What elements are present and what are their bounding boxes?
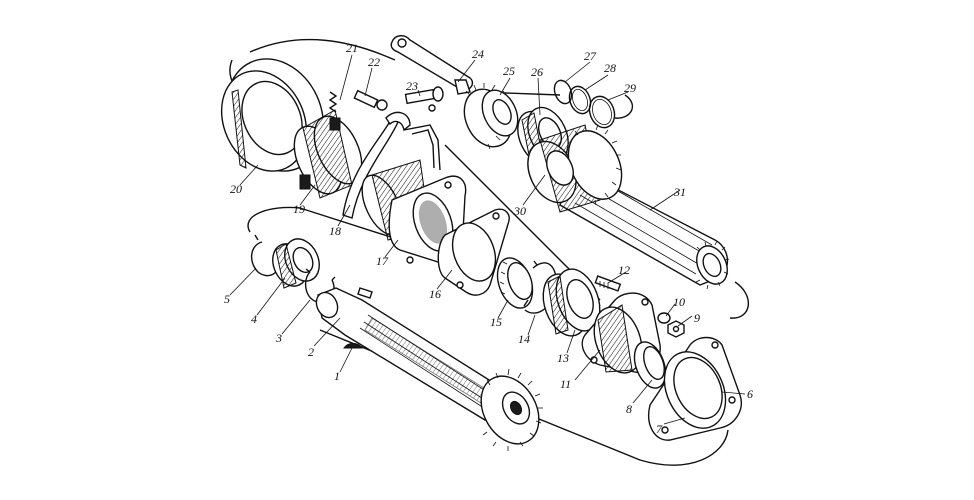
label-8: 8 [626,402,632,416]
label-2: 2 [308,345,314,359]
label-31: 31 [673,185,686,199]
part-10-washer [657,312,671,324]
part-28-ring [568,85,592,115]
part-15-seal [496,257,534,309]
label-21: 21 [346,41,358,55]
label-19: 19 [293,202,305,216]
label-7: 7 [656,422,663,436]
label-20: 20 [230,182,242,196]
part-12-stud [594,275,622,292]
label-3: 3 [275,331,282,345]
label-29: 29 [624,81,636,95]
part-23-pin [404,86,444,112]
label-26: 26 [531,65,543,79]
lower-assembly-guide-line [247,206,729,466]
label-9: 9 [694,311,700,325]
label-16: 16 [429,287,441,301]
label-5: 5 [224,292,230,306]
label-22: 22 [368,55,380,69]
label-15: 15 [490,315,502,329]
label-13: 13 [557,351,569,365]
part-19-shift-collar [293,109,363,199]
part-1-key [343,287,373,349]
label-30: 30 [513,204,526,218]
part-27-ring [553,79,573,105]
part-number-labels: 1 2 3 4 5 6 7 8 9 10 11 12 13 14 15 16 1… [224,41,753,436]
part-21-spring [328,91,338,113]
label-28: 28 [604,61,616,75]
label-27: 27 [584,49,597,63]
part-13-ball-bearing [542,268,601,337]
part-2-bevel-pinion-shaft [315,287,543,451]
label-18: 18 [329,224,341,238]
part-18-shift-fork [342,111,441,219]
part-20-large-ring [220,58,325,172]
label-11: 11 [560,377,571,391]
part-25-gear [463,83,519,150]
part-4-ball-bearing [272,238,320,289]
part-30-gear-cluster [527,124,623,213]
part-6-gasket [661,341,736,434]
label-14: 14 [518,332,530,346]
part-8-seal [633,341,667,389]
part-24-lever [390,35,474,95]
label-1: 1 [334,369,340,383]
part-16-gasket [437,208,510,296]
label-23: 23 [406,79,418,93]
part-22-bolt [353,89,388,111]
label-24: 24 [472,47,484,61]
label-12: 12 [618,263,630,277]
label-10: 10 [673,295,685,309]
label-4: 4 [251,312,257,326]
part-29-ring [588,95,616,129]
leader-lines [229,54,746,425]
label-6: 6 [747,387,753,401]
label-25: 25 [503,64,515,78]
label-17: 17 [376,254,389,268]
